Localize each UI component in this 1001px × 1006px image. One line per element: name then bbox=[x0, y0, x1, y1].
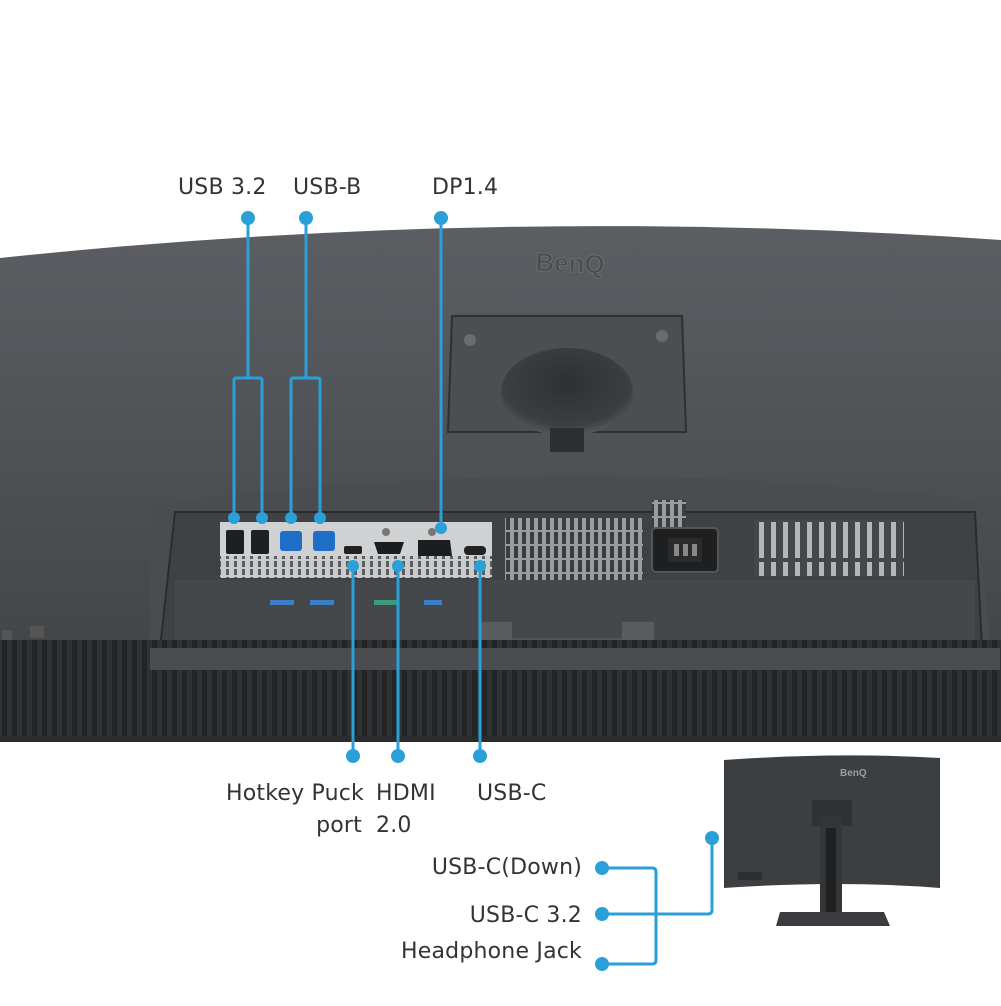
mini-brand-logo: BenQ bbox=[840, 768, 867, 779]
label-hotkey-line2: port bbox=[316, 813, 362, 838]
label-hdmi-line2: 2.0 bbox=[376, 813, 412, 838]
label-usb32: USB 3.2 bbox=[178, 175, 267, 200]
callout-dots bbox=[228, 211, 719, 971]
label-dp: DP1.4 bbox=[432, 175, 499, 200]
label-usbb: USB-B bbox=[293, 175, 362, 200]
label-hdmi-line1: HDMI bbox=[376, 781, 436, 806]
label-usbc: USB-C bbox=[477, 781, 547, 806]
label-headphone: Headphone Jack bbox=[401, 939, 582, 964]
brand-logo: BenQ bbox=[535, 247, 605, 279]
callout-lines bbox=[232, 218, 714, 966]
label-usbc32: USB-C 3.2 bbox=[469, 903, 582, 928]
label-hotkey-line1: Hotkey Puck bbox=[226, 781, 364, 806]
label-usbc-down: USB-C(Down) bbox=[431, 855, 582, 880]
mini-monitor: BenQ bbox=[724, 755, 940, 926]
